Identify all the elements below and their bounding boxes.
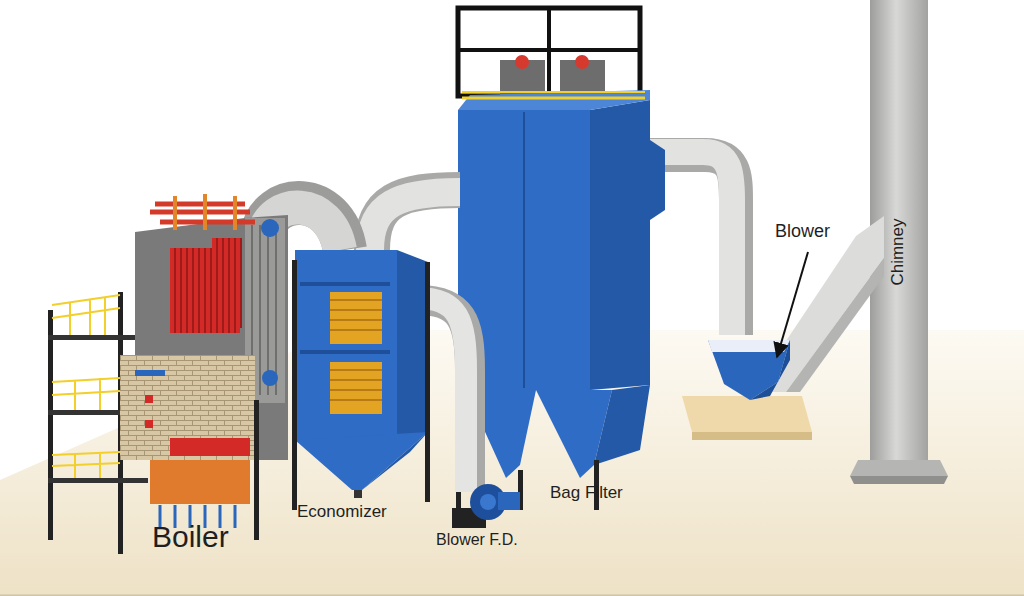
part-label: Bag Filter: [550, 484, 623, 503]
economizer-part: [362, 432, 428, 490]
leader-line-part: [777, 252, 808, 357]
boiler-part: [254, 400, 259, 540]
forced-draft-blower: [452, 484, 520, 528]
scaffold-part: [48, 310, 53, 540]
scaffold-part: [52, 378, 120, 410]
economizer-part: [292, 260, 297, 510]
chimney-part: [850, 460, 948, 476]
economizer-part: [295, 250, 397, 440]
boiler-part: [150, 204, 255, 222]
boiler-part: [120, 355, 255, 460]
bag-filter-part: [547, 8, 551, 96]
scaffold-part: [48, 335, 148, 340]
blower-symbol-part: [682, 396, 812, 432]
part-label: Boiler: [152, 520, 229, 553]
bag-filter-part: [575, 55, 589, 69]
scaffold-part: [48, 478, 148, 483]
boiler-part: [175, 194, 235, 230]
boiler: [120, 194, 288, 540]
bag-filter-part: [458, 90, 650, 110]
economizer-part: [300, 350, 390, 354]
bag-filter-part: [536, 390, 612, 478]
forced-draft-blower-part: [498, 492, 520, 510]
blower-symbol-part: [708, 340, 790, 352]
blower-symbol: [682, 340, 812, 440]
boiler-part: [145, 395, 153, 403]
boiler-part: [145, 420, 153, 428]
part-label: Chimney: [889, 218, 908, 285]
economizer-part: [397, 250, 428, 440]
bag-filter-part: [462, 91, 645, 93]
leader-line: [777, 252, 808, 357]
chimney-part: [850, 476, 948, 484]
bag-filter: [456, 8, 665, 510]
floor-part: [0, 595, 1024, 596]
inlet-duct-part: [370, 192, 460, 250]
part-label: Economizer: [297, 503, 387, 522]
boiler-part: [212, 238, 242, 328]
economizer-part: [425, 262, 430, 502]
boiler-part: [261, 219, 279, 237]
blower-symbol-part: [750, 340, 790, 400]
part-label: Blower: [775, 222, 830, 242]
forced-draft-blower-part: [480, 494, 496, 510]
bag-filter-part: [515, 55, 529, 69]
bag-filter-part: [462, 97, 645, 100]
boiler-part: [150, 460, 250, 504]
boiler-part: [170, 438, 250, 456]
bag-filter-part: [650, 140, 665, 220]
economizer-part: [295, 432, 428, 490]
economizer-part: [354, 490, 362, 498]
scaffold-part: [52, 295, 120, 335]
boiler-part: [262, 370, 278, 386]
bag-filter-part: [590, 100, 650, 390]
blower-symbol-part: [692, 432, 812, 440]
scaffold-part: [52, 452, 120, 478]
bag-filter-part: [523, 112, 525, 388]
part-label: Blower F.D.: [436, 531, 518, 549]
bag-filter-part: [458, 8, 640, 96]
blower-symbol-part: [708, 340, 790, 400]
bag-filter-part: [594, 385, 650, 465]
boiler-part: [135, 370, 165, 376]
economizer-part: [330, 300, 382, 400]
boiler-part: [252, 225, 276, 395]
economizer-part: [300, 282, 390, 286]
